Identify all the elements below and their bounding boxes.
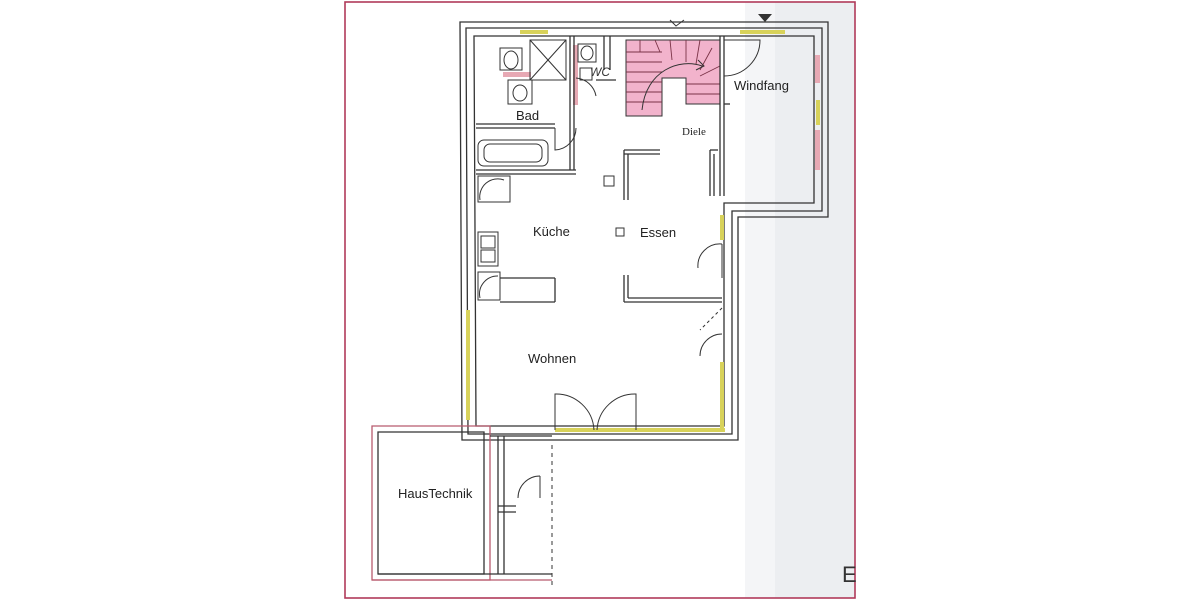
kitchen-fixtures <box>477 175 625 301</box>
room-label-windfang: Windfang <box>734 78 789 93</box>
sheet-border <box>344 1 856 599</box>
corner-label: E <box>842 562 857 587</box>
door-swings <box>517 39 761 588</box>
staircase <box>625 39 721 117</box>
room-label-wc: WC <box>590 65 610 79</box>
room-label-essen: Essen <box>640 225 676 240</box>
room-label-kueche: Küche <box>533 224 570 239</box>
haustechnik-annex <box>371 425 552 581</box>
room-label-wohnen: Wohnen <box>528 351 576 366</box>
room-label-diele: Diele <box>682 126 706 138</box>
room-label-haustechnik: HausTechnik <box>398 486 473 501</box>
paper-shade <box>770 2 855 598</box>
wall-tints <box>503 45 820 170</box>
top-markers <box>669 14 772 27</box>
interior-walls <box>476 36 730 303</box>
window-segments <box>466 30 820 432</box>
room-label-bad: Bad <box>516 108 539 123</box>
bathroom-fixtures <box>477 39 597 167</box>
paper-shade-gradient <box>745 2 775 598</box>
